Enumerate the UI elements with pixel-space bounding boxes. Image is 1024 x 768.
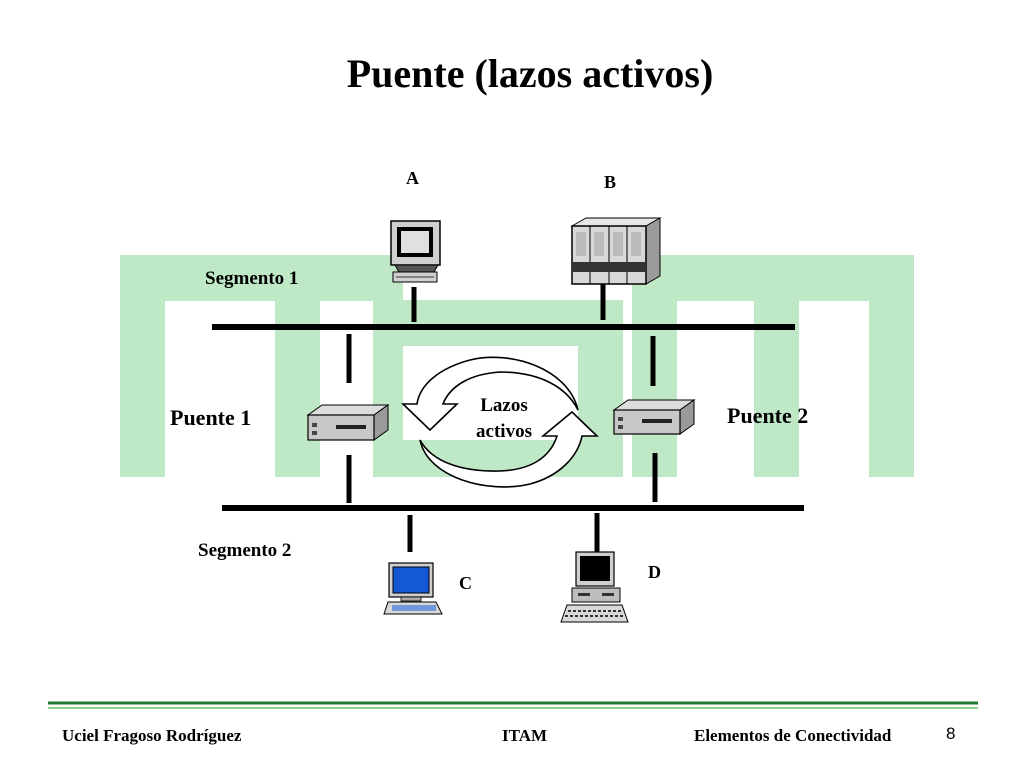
loop-label-line-2: activos [476,421,532,442]
footer-topic: Elementos de Conectividad [694,726,892,745]
bridge-2-label: Puente 2 [727,403,809,428]
footer-institution: ITAM [502,726,548,745]
page-number: 8 [946,724,956,743]
node-label-a: A [406,168,419,188]
segment-1-label: Segmento 1 [205,268,299,289]
segment-2-label: Segmento 2 [198,540,292,561]
bridge-2-device-icon [612,399,696,435]
footer-author: Uciel Fragoso Rodríguez [62,726,242,745]
bridge-1-device-icon [306,404,390,441]
workstation-c-icon [383,562,443,615]
bridge-1-label: Puente 1 [170,405,252,430]
node-label-d: D [648,562,661,582]
slide-title: Puente (lazos activos) [346,51,714,96]
terminal-icon [390,220,441,283]
node-label-b: B [604,172,617,192]
itam-watermark [120,255,914,477]
loop-label-line-1: Lazos [480,395,528,416]
server-icon [570,217,662,285]
loop-arrow-top [401,356,579,432]
loop-arrows-icon [401,356,599,488]
loop-label: Lazos activos [460,393,548,445]
loop-arrow-bottom [419,410,599,488]
workstation-d-icon [560,551,629,623]
node-label-c: C [459,573,472,593]
